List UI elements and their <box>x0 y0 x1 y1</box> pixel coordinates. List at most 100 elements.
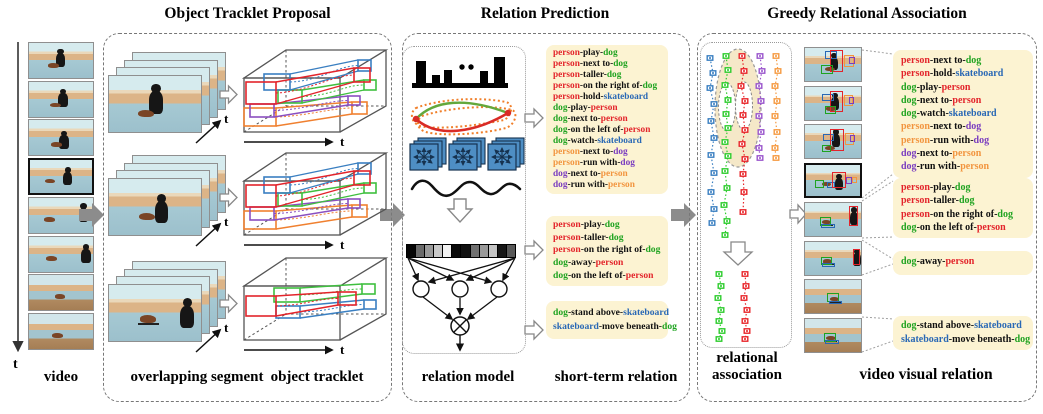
relation-line: dog-on the left of-person <box>553 125 661 136</box>
feature-cell <box>496 244 506 258</box>
relation-subject: dog <box>553 169 568 179</box>
relation-line: dog-stand above-skateboard <box>553 306 669 320</box>
relation-line: person-on the right of-dog <box>553 81 661 92</box>
svg-text:t: t <box>224 111 229 126</box>
relation-model-label: relation model <box>421 369 515 385</box>
relation-subject: skateboard <box>901 333 949 345</box>
person-figure <box>831 96 840 111</box>
relation-subject: dog <box>553 180 568 190</box>
object-tracklet-cube: t <box>241 49 389 149</box>
dog-figure <box>45 256 57 261</box>
bounding-box <box>831 171 846 189</box>
dog-figure <box>50 102 61 108</box>
relation-line: person-next to-dog <box>553 59 661 70</box>
relation-line: dog-away-person <box>901 255 1025 269</box>
relation-line: person-play-dog <box>553 48 661 59</box>
relational-association-label: relational association <box>711 350 782 383</box>
relation-predicate: -stand above- <box>916 320 975 331</box>
relation-subject: person <box>901 195 930 207</box>
bounding-box <box>848 97 855 104</box>
relation-subject: dog <box>553 257 568 269</box>
relation-subject: person <box>553 244 581 256</box>
relation-object: person <box>941 81 971 93</box>
bounding-box <box>852 177 858 184</box>
relation-predicate: -next to- <box>929 55 966 66</box>
feature-cell <box>460 244 470 258</box>
dog-figure <box>50 142 62 147</box>
relation-predicate: -away- <box>916 256 946 267</box>
section-object-tracklet-proposal <box>103 33 392 402</box>
relation-object: person <box>960 161 990 173</box>
bounding-box <box>820 65 833 74</box>
relation-predicate: -hold- <box>929 68 956 80</box>
relation-object: person <box>600 169 628 179</box>
relation-subject: dog <box>901 161 917 173</box>
relation-object: dog <box>997 208 1013 220</box>
relation-line: person-taller-dog <box>901 194 1025 207</box>
relation-object: person <box>608 180 635 190</box>
relation-subject: person <box>901 68 930 80</box>
dog-figure <box>44 217 56 222</box>
person-figure <box>59 88 67 95</box>
relation-subject: person <box>901 208 930 220</box>
relation-line: dog-on the left of-person <box>901 221 1025 234</box>
segment-time-arrow: t <box>195 320 229 353</box>
relation-predicate: -on the left of- <box>567 269 626 281</box>
right-arrow-icon <box>219 187 238 208</box>
bounding-box <box>820 223 836 228</box>
bounding-box <box>820 256 832 266</box>
relation-subject: dog <box>901 222 917 234</box>
relation-object: person <box>945 256 975 267</box>
relation-subject: dog <box>901 94 917 106</box>
relation-predicate: -play- <box>579 48 604 58</box>
relation-object: dog <box>613 59 628 69</box>
object-tracklet-cube: t <box>241 152 389 252</box>
right-arrow-icon <box>789 203 807 225</box>
relation-object: person <box>952 148 982 160</box>
relation-predicate: -run with- <box>916 161 961 173</box>
bounding-box <box>822 133 835 142</box>
relation-subject: dog <box>553 125 568 135</box>
histogram-feature-icon <box>412 57 508 88</box>
title-object-tracklet-proposal: Object Tracklet Proposal <box>164 5 331 22</box>
relation-subject: person <box>553 231 581 243</box>
relation-subject: dog <box>553 307 568 318</box>
bounding-box <box>814 179 825 189</box>
flow-arrow-icon <box>79 203 104 227</box>
person-figure <box>80 203 87 209</box>
video-frame <box>28 42 94 79</box>
feature-cell <box>505 244 516 258</box>
svg-text:t: t <box>340 134 345 149</box>
relation-predicate: -on the left of- <box>916 222 977 234</box>
person-figure <box>852 253 861 267</box>
person-figure <box>63 171 73 185</box>
relation-subject: dog <box>553 136 568 146</box>
person-figure <box>850 207 857 213</box>
relation-object: person <box>590 103 618 113</box>
relation-line: person-play-dog <box>901 181 1025 194</box>
relation-predicate: -run with- <box>567 180 609 190</box>
relation-predicate: -on the right of- <box>580 244 646 256</box>
relation-object: skateboard <box>603 92 649 102</box>
relation-line: dog-watch-skateboard <box>553 136 661 147</box>
relation-line: skateboard-move beneath-dog <box>553 320 677 334</box>
relation-line: dog-play-person <box>553 103 661 114</box>
bounding-box <box>821 263 836 267</box>
video-relation-list-3: dog-away-person <box>893 251 1033 275</box>
section-greedy-relational-association <box>697 33 1037 402</box>
relation-line: dog-run with-person <box>901 160 1025 173</box>
bounding-box <box>828 300 842 305</box>
person-figure <box>831 133 840 147</box>
relation-object: dog <box>608 231 624 243</box>
associated-video-frame <box>804 124 862 160</box>
relation-model-box <box>402 46 526 354</box>
relation-line: person-hold-skateboard <box>553 92 661 103</box>
relation-line: dog-next to-person <box>901 94 1025 107</box>
relation-object: skateboard <box>955 68 1004 80</box>
bounding-box <box>853 248 860 265</box>
person-figure <box>836 173 842 179</box>
relation-subject: dog <box>901 256 917 267</box>
relation-line: person-run with-dog <box>901 134 1025 147</box>
